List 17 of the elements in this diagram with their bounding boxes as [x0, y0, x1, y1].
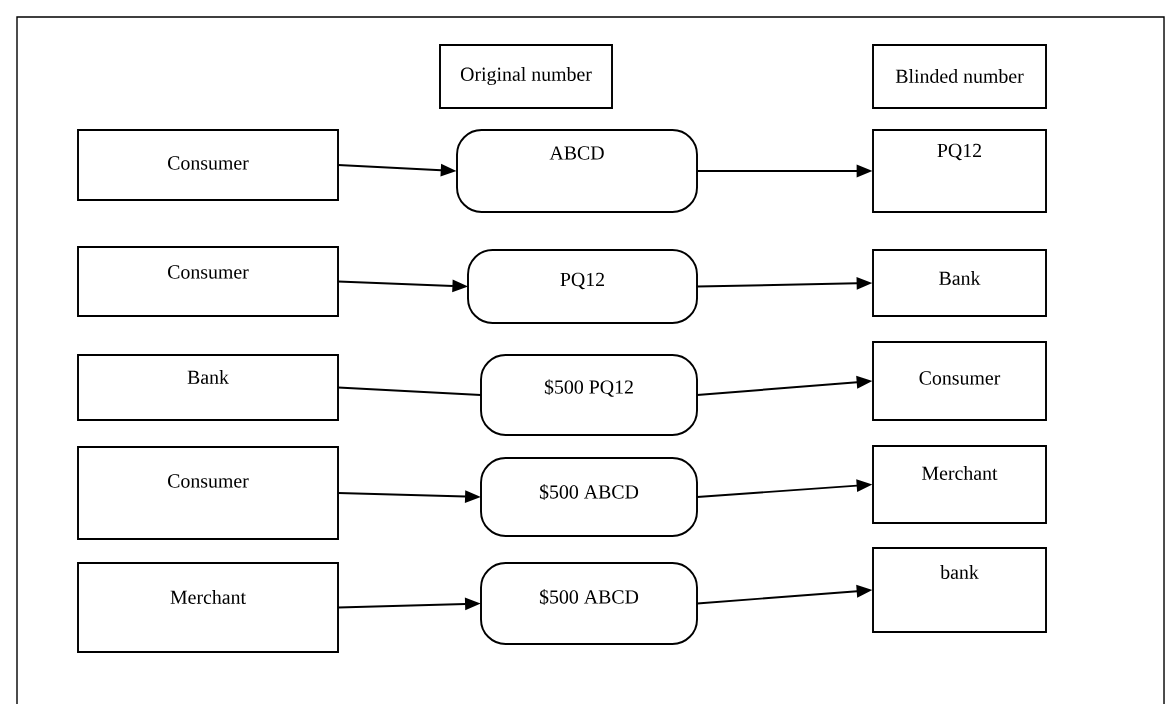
header-box: Original number — [439, 44, 613, 109]
entity-box: Merchant — [77, 562, 339, 653]
number-box: PQ12 — [467, 249, 698, 324]
entity-box: Consumer — [77, 446, 339, 540]
entity-box: Bank — [77, 354, 339, 421]
entity-box: Bank — [872, 249, 1047, 317]
number-box: ABCD — [456, 129, 698, 213]
entity-box: Consumer — [77, 129, 339, 201]
entity-box: Merchant — [872, 445, 1047, 524]
number-box: $500 PQ12 — [480, 354, 698, 436]
entity-box: PQ12 — [872, 129, 1047, 213]
number-box: $500 ABCD — [480, 562, 698, 645]
entity-box: Consumer — [77, 246, 339, 317]
entity-box: Consumer — [872, 341, 1047, 421]
number-box: $500 ABCD — [480, 457, 698, 537]
entity-box: bank — [872, 547, 1047, 633]
header-box: Blinded number — [872, 44, 1047, 109]
